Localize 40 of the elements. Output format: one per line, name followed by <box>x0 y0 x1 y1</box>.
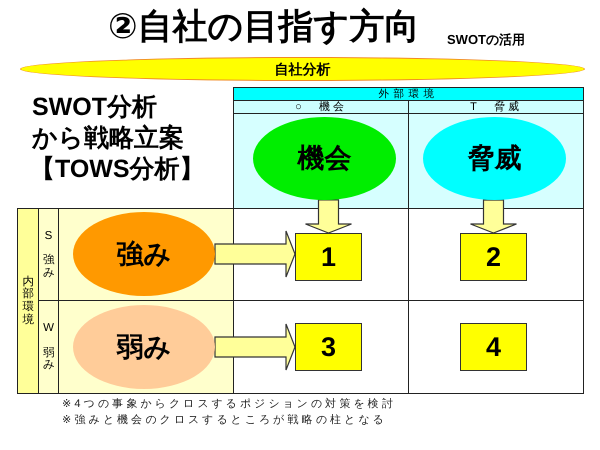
number-label: 2 <box>486 244 502 270</box>
note-text: ※強みと機会のクロスするところが戦略の柱となる <box>62 414 387 428</box>
block-arrow <box>470 199 518 234</box>
row-header-label: 強み <box>42 254 54 280</box>
row-header-cell <box>38 208 59 301</box>
block-arrow <box>304 199 352 234</box>
note-text: ※4つの事象からクロスするポジションの対策を検討 <box>62 398 396 412</box>
title-text: ②自社の目指す方向 <box>108 6 420 48</box>
oval-label: 強み <box>116 240 172 268</box>
subtitle-text: SWOTの活用 <box>447 32 525 48</box>
row-header-label: S <box>44 230 54 242</box>
header-label: 機会 <box>318 102 347 112</box>
oval-label: 弱み <box>116 334 172 360</box>
header-label: 脅威 <box>494 102 522 112</box>
lead-text: から戦略立案 <box>32 123 184 154</box>
row-header-cell <box>38 300 59 394</box>
number-box <box>295 323 362 371</box>
header-cell <box>233 100 409 114</box>
lead-text: SWOT分析 <box>32 92 157 123</box>
oval-label: 脅威 <box>468 145 522 172</box>
number-box <box>295 233 362 281</box>
row-header-label: W <box>42 322 54 335</box>
banner-label: 自社分析 <box>274 62 330 76</box>
number-box <box>460 233 527 281</box>
header-cell <box>408 100 584 114</box>
lead-text: 【TOWS分析】 <box>30 154 205 185</box>
header-label: 外部環境 <box>378 88 438 100</box>
header-label: ○ <box>295 102 305 112</box>
block-arrow <box>214 230 296 278</box>
row-header-label: 内部環境 <box>22 276 34 326</box>
header-label: T <box>470 102 480 112</box>
row-header-cell <box>17 208 39 394</box>
oval-label: 機会 <box>298 145 352 172</box>
number-label: 1 <box>320 244 336 270</box>
number-label: 4 <box>486 334 502 360</box>
header-cell <box>233 87 584 101</box>
row-header-label: 弱み <box>42 346 54 372</box>
number-box <box>460 323 527 371</box>
number-label: 3 <box>320 334 336 360</box>
block-arrow <box>214 323 296 371</box>
